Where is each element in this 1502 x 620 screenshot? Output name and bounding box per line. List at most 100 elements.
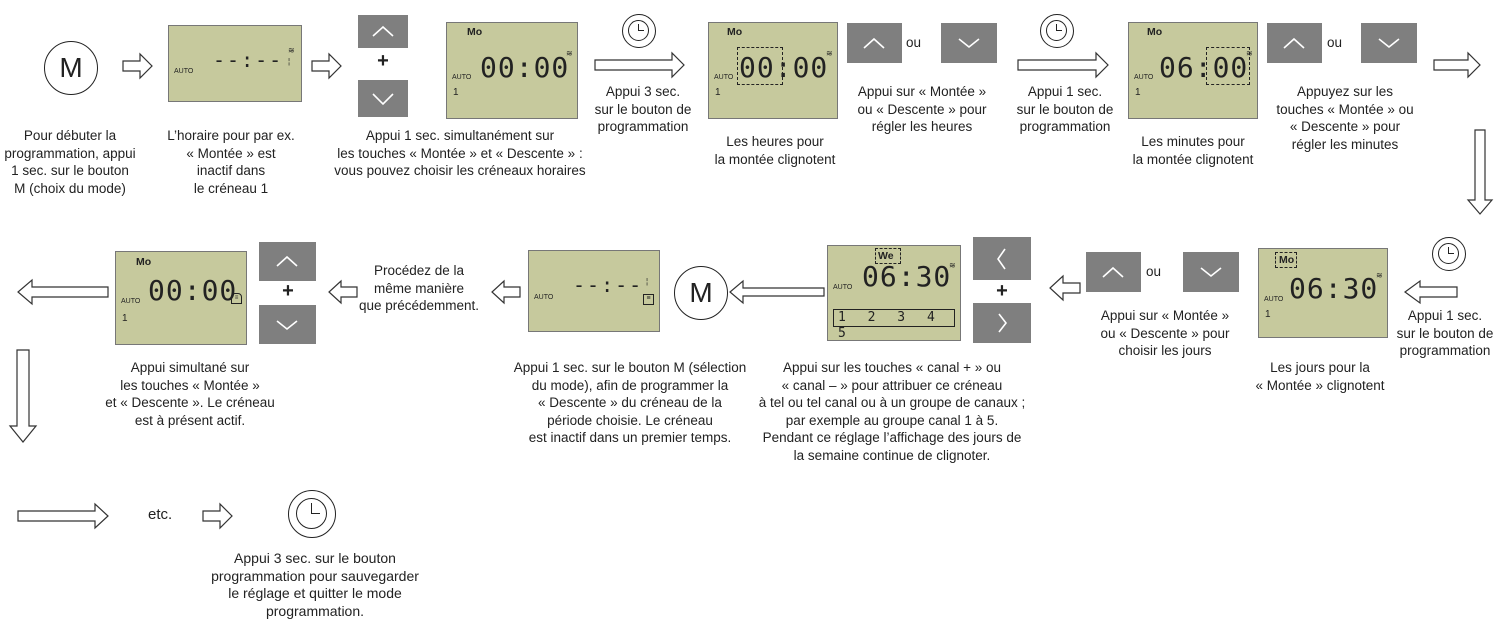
lcd-day: Mo: [136, 256, 152, 268]
clock-icon: [296, 498, 327, 529]
lcd-auto: AUTO: [174, 68, 194, 75]
lcd-time: 06:00: [1159, 51, 1249, 84]
clock-icon: [1438, 243, 1459, 264]
chevron-up-icon: [1102, 266, 1124, 278]
plus-sign: +: [996, 280, 1008, 302]
wifi-icon: ≋: [288, 46, 295, 55]
lcd-day: Mo: [727, 26, 743, 38]
wifi-icon: ≋: [1376, 271, 1383, 280]
caption-step-4: Appui 3 sec. sur le bouton de programmat…: [594, 84, 692, 134]
lcd-day: Mo: [467, 26, 483, 38]
up-button[interactable]: [1086, 252, 1141, 292]
down-button[interactable]: [941, 23, 997, 63]
clock-icon: [628, 20, 649, 41]
chevron-up-icon: [863, 37, 885, 49]
channel-plus-button[interactable]: [973, 303, 1031, 343]
lcd-auto: AUTO: [833, 284, 853, 291]
etc-label: etc.: [148, 506, 173, 523]
lcd-display-inactive: --:-- ≋ ¦ AUTO: [168, 25, 302, 102]
blink-marker-day: [1275, 252, 1297, 268]
arrow-right: [122, 52, 153, 80]
lcd-channel-row: 1 2 3 4 5: [833, 309, 955, 341]
prog-button[interactable]: [1040, 14, 1074, 48]
chevron-left-icon: [997, 248, 1006, 270]
down-button[interactable]: [1361, 23, 1417, 63]
down-button[interactable]: [1183, 252, 1239, 292]
arrow-down: [1466, 129, 1494, 215]
lcd-display-slot: Mo AUTO 00:00 ≋ 1: [446, 22, 578, 119]
mode-button[interactable]: M: [44, 41, 98, 95]
lcd-auto: AUTO: [714, 74, 734, 81]
lcd-time-dashes: --:--: [213, 48, 284, 72]
caption-step-11: Les jours pour la « Montée » clignotent: [1255, 360, 1385, 393]
ou-label: ou: [906, 35, 922, 50]
wifi-icon: ≋: [826, 49, 833, 58]
lcd-time: 00:00: [480, 51, 570, 84]
lcd-display-active: Mo AUTO 00:00 ≡ 1: [115, 251, 247, 345]
lcd-time-dashes: --:--: [573, 273, 644, 297]
lcd-display-minutes: Mo AUTO 06:00 ≋ 1: [1128, 22, 1258, 119]
mode-button[interactable]: M: [674, 266, 728, 320]
down-button[interactable]: [358, 80, 408, 117]
lcd-display-channels: We AUTO 06:30 ≋ 1 2 3 4 5: [827, 245, 961, 341]
caption-step-14: Appui 1 sec. sur le bouton M (sélection …: [513, 360, 747, 445]
chevron-down-icon: [276, 320, 298, 331]
chevron-down-icon: [1378, 38, 1400, 49]
chevron-up-icon: [276, 255, 298, 267]
blink-marker-day: [875, 248, 901, 264]
caption-step-2: L’horaire pour par ex. « Montée » est in…: [167, 128, 295, 196]
caption-step-12: Appui sur « Montée » ou « Descente » pou…: [1100, 308, 1230, 358]
wifi-icon: ≋: [1246, 49, 1253, 58]
chevron-down-icon: [372, 93, 394, 106]
lcd-day: Mo: [1147, 26, 1163, 38]
ou-label: ou: [1327, 35, 1343, 50]
lcd-auto: AUTO: [1264, 296, 1284, 303]
lcd-slot-number: 1: [1135, 87, 1141, 98]
channel-minus-button[interactable]: [973, 237, 1031, 280]
arrow-left: [1403, 279, 1458, 305]
caption-step-8: Les minutes pour la montée clignotent: [1132, 134, 1254, 167]
arrow-right: [311, 52, 342, 80]
ou-label: ou: [1146, 264, 1162, 279]
caption-step-9: Appuyez sur les touches « Montée » ou « …: [1276, 84, 1414, 152]
shutter-down-icon: ≡: [231, 293, 242, 304]
prog-button[interactable]: [622, 14, 656, 48]
caption-step-5: Les heures pour la montée clignotent: [714, 134, 836, 167]
lcd-time: 06:30: [1289, 272, 1379, 305]
clock-icon: [1046, 20, 1067, 41]
lcd-display-descent: --:-- ¦ ≡ AUTO: [528, 250, 660, 332]
lcd-time: 00:00: [148, 274, 238, 307]
up-button[interactable]: [1267, 23, 1322, 63]
caption-step-10: Appui 1 sec. sur le bouton de programmat…: [1396, 308, 1494, 358]
lcd-display-days: Mo AUTO 06:30 ≋ 1: [1258, 248, 1388, 338]
arrow-right: [1017, 51, 1109, 79]
plus-sign: +: [377, 50, 389, 72]
caption-step-1: Pour débuter la programmation, appui 1 s…: [4, 128, 136, 196]
arrow-left: [729, 279, 825, 305]
arrow-left: [17, 278, 109, 306]
lcd-slot-bar: ¦: [288, 57, 291, 66]
lcd-time: 06:30: [862, 260, 952, 293]
wifi-icon: ≋: [566, 49, 573, 58]
prog-button-save[interactable]: [288, 490, 336, 538]
shutter-down-icon: ≡: [643, 294, 654, 305]
up-button[interactable]: [259, 242, 316, 281]
arrow-down: [8, 349, 38, 443]
blink-marker-hours: [737, 47, 783, 85]
lcd-time: 00:00: [739, 51, 829, 84]
down-button[interactable]: [259, 305, 316, 344]
lcd-auto: AUTO: [534, 294, 554, 301]
lcd-display-hours: Mo AUTO 00:00 ≋ 1: [708, 22, 838, 119]
arrow-left: [491, 279, 521, 305]
wifi-icon: ≋: [949, 261, 956, 270]
arrow-right: [1433, 51, 1481, 79]
up-button[interactable]: [847, 23, 902, 63]
up-button[interactable]: [358, 15, 408, 48]
prog-button[interactable]: [1432, 237, 1466, 271]
arrow-left: [328, 279, 358, 305]
arrow-right: [17, 502, 109, 530]
chevron-right-icon: [998, 313, 1008, 333]
lcd-slot-number: 1: [1265, 309, 1271, 320]
lcd-slot-number: 1: [715, 87, 721, 98]
